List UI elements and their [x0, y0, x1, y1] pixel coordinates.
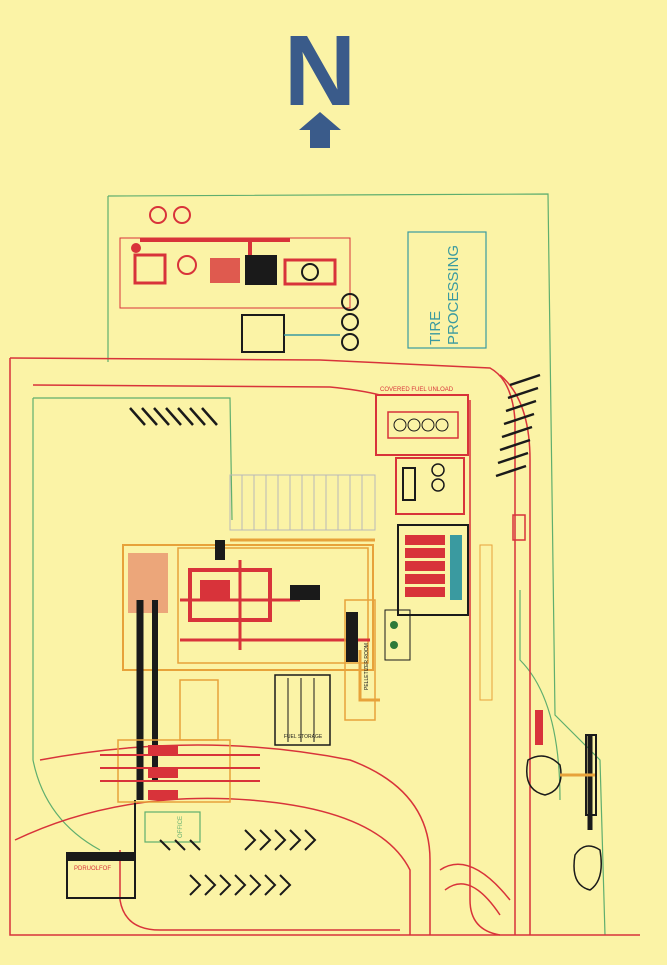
north-arrow-icon — [299, 112, 341, 148]
right-side-features — [479, 514, 602, 891]
silo-bank — [397, 524, 469, 616]
north-letter: N — [284, 15, 356, 127]
roads — [9, 357, 640, 936]
pelletizer-area: PELLETIZER ROOM — [344, 599, 411, 721]
parking-label: PDRUOLFOF — [74, 866, 111, 872]
scale-lanes — [100, 739, 260, 803]
covered-fuel-unload: COVERED FUEL UNLOAD — [375, 387, 469, 515]
property-boundary — [32, 193, 606, 936]
upper-equipment — [119, 206, 359, 353]
parking-stripes — [129, 373, 541, 478]
office-label: OFFICE — [178, 816, 184, 838]
office: OFFICE — [144, 811, 201, 843]
north-indicator: N — [284, 15, 356, 148]
fuel-bays — [229, 474, 376, 542]
parking-chevrons — [159, 829, 317, 896]
tire-label: TIRE — [427, 311, 444, 345]
processing-label: PROCESSING — [445, 245, 462, 345]
covered-fuel-unload-label: COVERED FUEL UNLOAD — [380, 387, 454, 393]
tire-processing-area: TIRE PROCESSING — [407, 231, 487, 349]
main-building: FUEL STORAGE — [122, 540, 374, 746]
parking-building: PDRUOLFOF — [66, 852, 136, 899]
fuel-storage-label: FUEL STORAGE — [284, 734, 323, 740]
pelletizer-room-label: PELLETIZER ROOM — [364, 643, 370, 690]
